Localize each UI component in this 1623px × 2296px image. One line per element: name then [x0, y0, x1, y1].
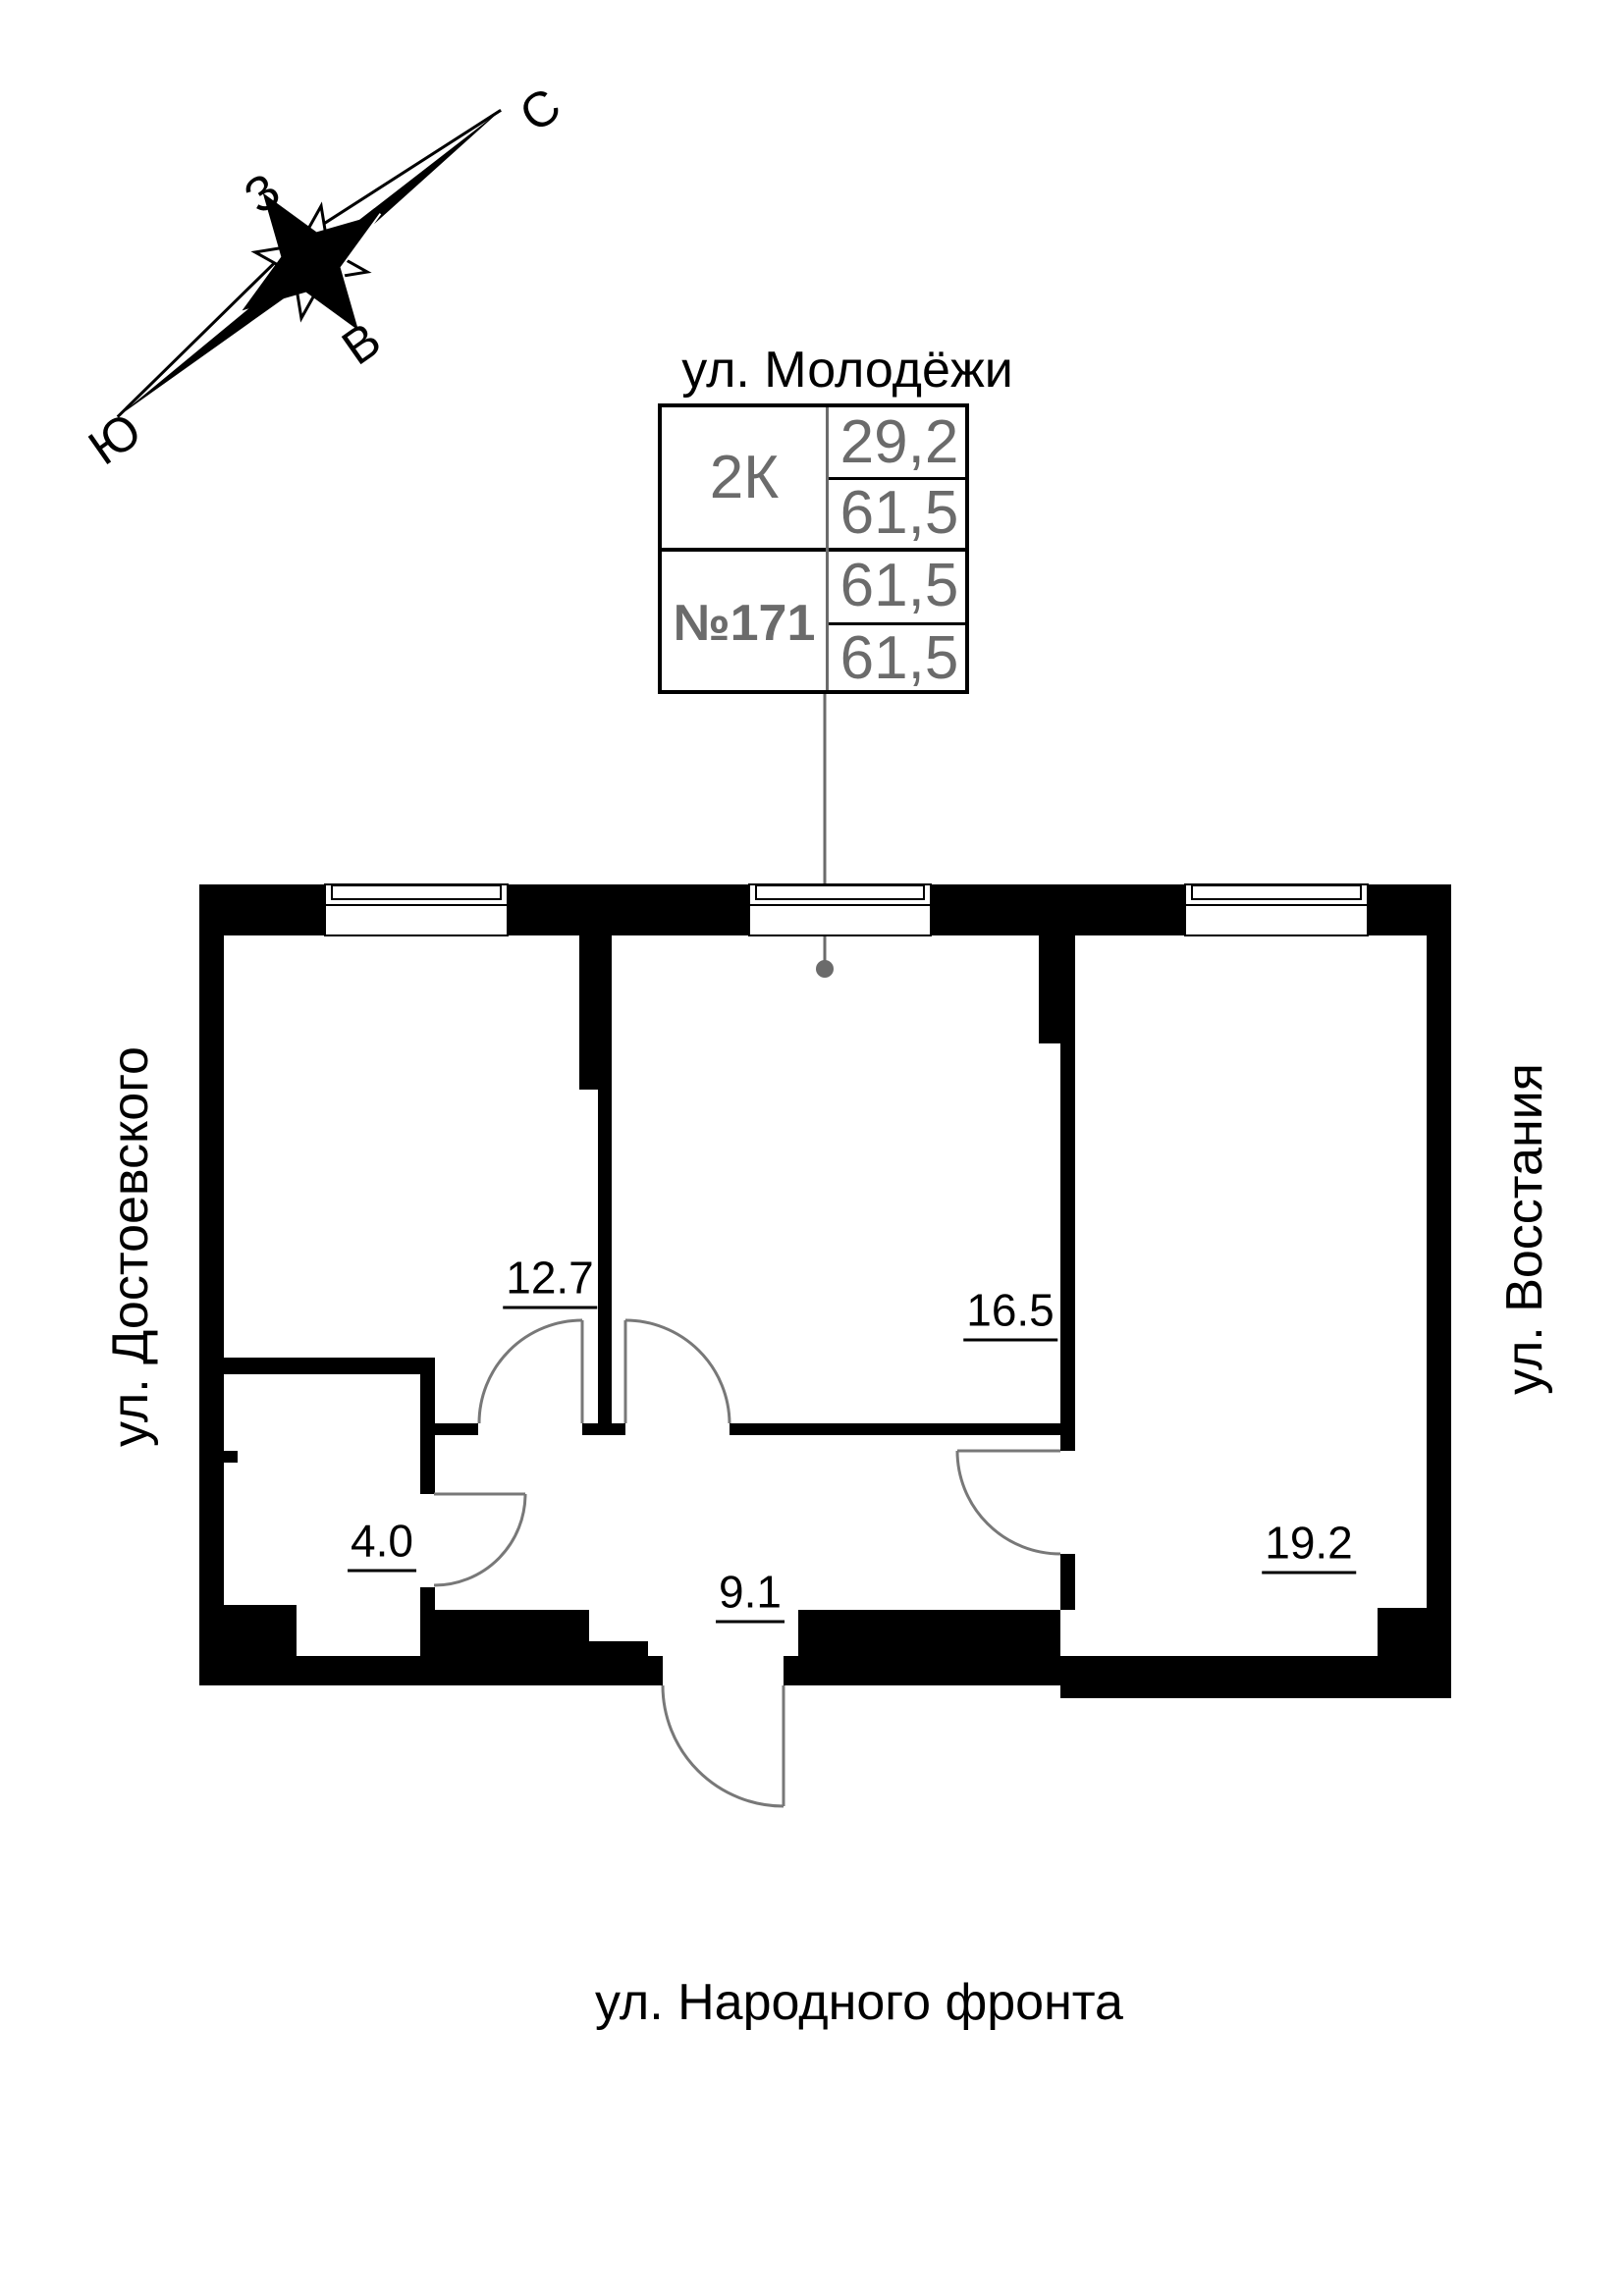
- wall-hall-top-1: [434, 1423, 478, 1435]
- area-value-2: 61,5: [839, 479, 959, 547]
- wall-top-2: [508, 884, 749, 935]
- wall-bottom-8: [798, 1610, 1060, 1685]
- wall-left-pier: [224, 1451, 238, 1463]
- room-area-19-2: 19.2: [1262, 1521, 1356, 1575]
- table-subrow-divider-1: [826, 477, 965, 480]
- wall-room1-room2-lower: [598, 1090, 612, 1435]
- door-bathroom: [433, 1492, 527, 1587]
- wall-right: [1427, 884, 1451, 1698]
- room-area-12-7: 12.7: [503, 1255, 597, 1309]
- wall-bath-right: [420, 1374, 435, 1494]
- apartment-number: №171: [673, 595, 816, 652]
- area-value-4: 61,5: [839, 624, 959, 692]
- wall-bottom-4: [435, 1610, 589, 1685]
- leader-dot: [816, 960, 834, 978]
- wall-room1-room2-upper: [579, 935, 612, 1090]
- wall-bath-top: [224, 1358, 435, 1374]
- table-column-divider: [826, 407, 829, 690]
- street-left: ул. Достоевского: [102, 1046, 159, 1447]
- apartment-info-table: 2К №171 29,2 61,5 61,5 61,5: [658, 403, 969, 694]
- wall-top-3: [931, 884, 1185, 935]
- wall-hall-top-3: [730, 1423, 1075, 1435]
- wall-bottom-7: [784, 1656, 798, 1685]
- wall-bottom-10: [1378, 1608, 1451, 1698]
- room-area-16-5: 16.5: [963, 1288, 1057, 1342]
- table-row-divider: [662, 548, 965, 552]
- wall-bottom-2: [297, 1656, 435, 1685]
- room-area-4-0: 4.0: [348, 1519, 416, 1573]
- window-1: [324, 883, 509, 936]
- door-entrance: [661, 1684, 785, 1808]
- wall-left: [199, 884, 224, 1685]
- window-3: [1184, 883, 1369, 936]
- wall-bottom-1: [199, 1605, 297, 1685]
- compass-rose: [116, 108, 502, 418]
- door-room-19-2: [955, 1449, 1061, 1556]
- wall-bottom-3: [420, 1587, 435, 1685]
- street-bottom: ул. Народного фронта: [595, 1974, 1123, 2031]
- area-value-1: 29,2: [839, 408, 959, 476]
- wall-room2-room5-lower: [1060, 1554, 1075, 1610]
- window-2: [748, 883, 932, 936]
- wall-bottom-5: [589, 1641, 648, 1685]
- wall-bottom-9: [1060, 1656, 1378, 1698]
- wall-hall-top-2: [582, 1423, 625, 1435]
- room-area-9-1: 9.1: [716, 1570, 784, 1624]
- table-subrow-divider-2: [826, 622, 965, 625]
- compass-star-highlight: [340, 213, 382, 332]
- wall-room2-room5-mid: [1060, 1043, 1075, 1451]
- street-right: ул. Восстания: [1496, 1063, 1553, 1395]
- area-value-3: 61,5: [839, 552, 959, 619]
- street-top: ул. Молодёжи: [681, 342, 1013, 399]
- apartment-type: 2К: [709, 444, 780, 511]
- door-room-16-5: [623, 1318, 731, 1424]
- wall-room2-room5-upper: [1039, 935, 1075, 1043]
- compass-star-main: [242, 192, 381, 332]
- door-room-12-7: [477, 1318, 584, 1424]
- wall-bottom-6: [648, 1656, 663, 1685]
